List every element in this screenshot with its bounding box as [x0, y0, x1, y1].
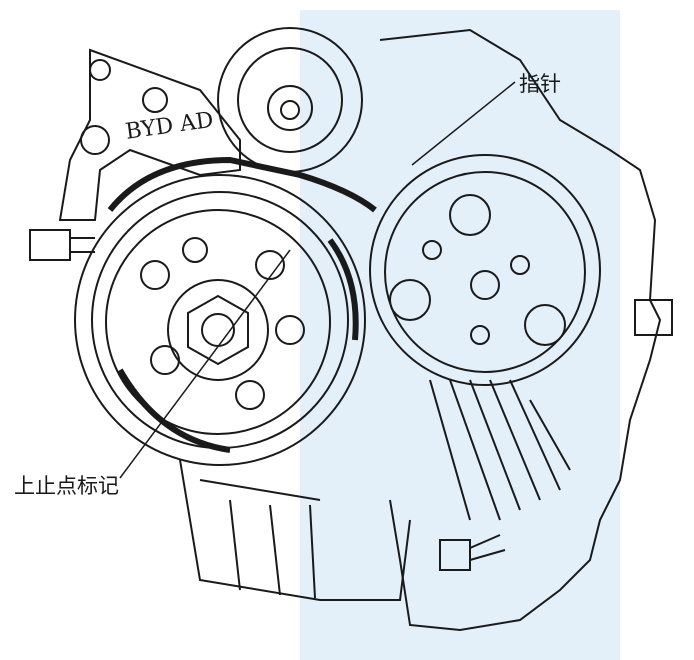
pump-hole-left [389, 279, 431, 321]
pump-pulley-inner [384, 171, 586, 373]
oil-pan-detail [229, 499, 316, 599]
pointer-leader-line [411, 81, 516, 166]
block-ribs [429, 379, 571, 521]
idler-pulley-hub [267, 85, 313, 131]
crank-hole-3 [235, 380, 265, 410]
pointer-callout-label: 指针 [519, 72, 561, 96]
crank-hole-5 [255, 250, 285, 280]
crank-pulley-face [105, 209, 331, 435]
pump-bolt-2 [510, 255, 530, 275]
crank-hole-6 [182, 237, 208, 263]
crank-pulley-outer [74, 174, 366, 466]
crank-bolt-head [201, 313, 235, 347]
bracket-bolt-2 [80, 125, 110, 155]
pump-pulley-outer [369, 154, 601, 386]
pump-bolt-1 [422, 240, 442, 260]
idler-pulley-bolt [280, 100, 300, 120]
lower-housing [179, 459, 411, 601]
drive-belt [107, 156, 377, 453]
pump-bolt-3 [470, 325, 490, 345]
pump-hole-top [449, 194, 491, 236]
tdc-leader-line [119, 249, 291, 479]
engine-block-outline [379, 28, 662, 632]
tdc-mark-callout-label: 上止点标记 [14, 474, 119, 498]
left-bracket [58, 48, 241, 221]
crank-hole-1 [140, 260, 170, 290]
pump-hole-right [524, 304, 566, 346]
bracket-bolt-1 [89, 59, 111, 81]
left-sensor [29, 229, 95, 261]
idler-pulley-inner [237, 47, 343, 153]
crank-bolt-hex [187, 294, 249, 366]
bracket-bolt-3 [142, 87, 168, 113]
lower-connector [439, 534, 506, 571]
crank-hub [167, 279, 269, 381]
crank-hole-4 [275, 315, 305, 345]
right-fitting [634, 299, 673, 336]
crank-pulley-groove [91, 191, 349, 449]
pump-center [470, 270, 500, 300]
crank-hole-2 [150, 345, 180, 375]
